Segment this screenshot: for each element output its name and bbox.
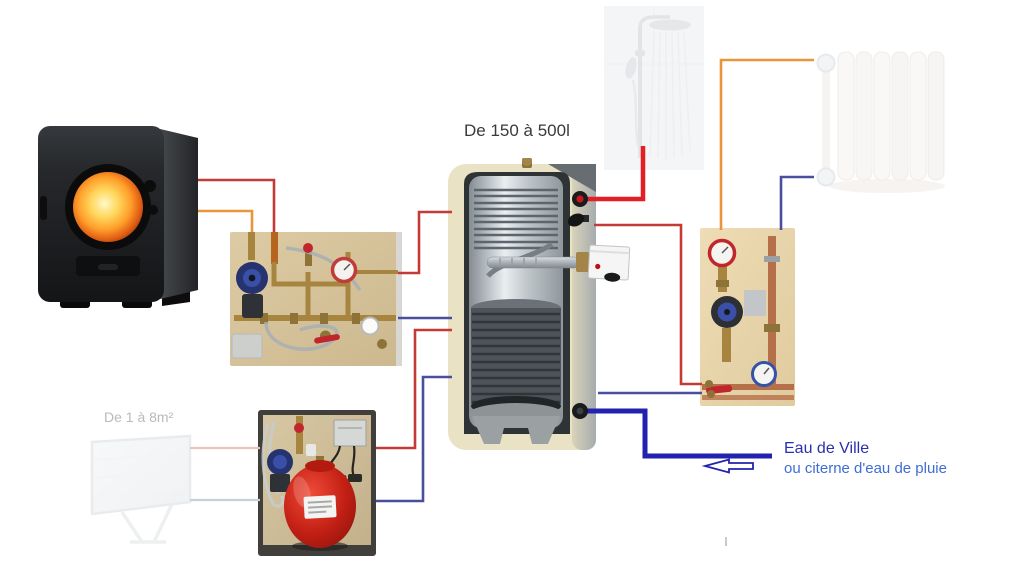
air-vent-cap <box>303 243 313 253</box>
station-brass-top <box>718 264 727 292</box>
wood-stove-graphic <box>38 126 198 308</box>
tank-capacity-label: De 150 à 500l <box>464 121 570 140</box>
tank-shell-right <box>572 164 596 450</box>
pump-body <box>242 294 263 318</box>
shower-image <box>604 6 704 170</box>
copper-riser <box>768 236 776 386</box>
station-fitting-1 <box>705 380 713 388</box>
gauge-needle <box>343 263 351 271</box>
expansion-pump-face <box>273 455 287 469</box>
solar-panel-ribs <box>93 452 189 497</box>
white-gauge <box>360 316 380 336</box>
water-source-label-line1: Eau de Ville <box>784 440 870 457</box>
stove-drawer-handle <box>98 264 118 270</box>
artifact-tick <box>725 537 727 546</box>
upper-coil <box>474 188 558 250</box>
shower-head <box>649 19 691 31</box>
heater-knob <box>604 272 621 282</box>
radiator-image <box>812 38 948 196</box>
stove-knob-bottom <box>148 205 158 215</box>
radiator-pipe <box>822 62 830 180</box>
safety-valve-cap <box>294 423 304 433</box>
pipe-bracket <box>764 256 780 262</box>
water-source-label-line2: ou citerne d'eau de pluie <box>784 460 947 477</box>
shower-graphic <box>604 6 704 170</box>
blue-thermometer-needle <box>763 367 770 375</box>
shower-column <box>638 15 670 158</box>
flow-direction-arrow <box>701 458 754 474</box>
inlet-stub-red <box>271 232 278 264</box>
brass-couplings <box>260 252 360 324</box>
loading-unit-graphic <box>230 232 402 366</box>
station-pump-hub <box>724 309 730 315</box>
radiator-shadow <box>829 179 945 193</box>
lower-coil-block <box>471 308 561 404</box>
wall-strip <box>396 232 402 366</box>
vessel-label <box>303 495 337 519</box>
expansion-unit-graphic <box>258 410 376 556</box>
bottom-pipe-1 <box>702 384 794 390</box>
tank-stand <box>472 416 560 444</box>
heating-station-image <box>700 228 795 406</box>
heating-station-graphic <box>700 228 795 406</box>
hand-shower <box>625 50 645 147</box>
stove-side-panel <box>156 128 198 300</box>
radiator-valve-bottom <box>816 167 836 187</box>
stove-door-latch <box>40 196 47 220</box>
solar-area-label: De 1 à 8m² <box>104 409 174 425</box>
station-brass-bottom <box>722 328 731 362</box>
vessel-top-seam <box>305 460 335 472</box>
solar-panel-image <box>88 434 194 546</box>
ball-valve-lever <box>314 330 340 344</box>
safety-group-pipe <box>296 416 303 454</box>
shower-spray <box>649 31 691 160</box>
cable-plug <box>348 474 362 482</box>
station-coupling <box>716 280 729 287</box>
stove-knob-top <box>144 180 156 192</box>
top-fitting-cap <box>522 156 532 166</box>
buffer-tank-graphic <box>448 156 596 450</box>
solar-panel-face <box>90 434 192 516</box>
pump-hub <box>248 274 256 282</box>
inlet-stub-orange <box>248 232 255 260</box>
solar-panel-graphic <box>90 434 192 544</box>
expansion-unit-image <box>258 410 376 556</box>
junction-box <box>231 333 263 359</box>
loading-unit-image <box>230 232 402 366</box>
wood-stove-image <box>36 118 202 310</box>
station-gray-box <box>744 290 766 316</box>
copper-coupling <box>764 324 780 332</box>
radiator-sections <box>837 51 945 181</box>
controller-box <box>333 419 367 447</box>
stove-fire-window <box>73 172 143 242</box>
red-thermometer-needle <box>721 246 729 254</box>
buffer-tank-image <box>448 156 598 458</box>
expansion-pump-body <box>270 474 290 492</box>
solar-panel-stand <box>120 503 174 544</box>
cold-water-line <box>580 408 772 459</box>
plastic-valve <box>306 444 316 456</box>
bottom-pipe-2 <box>702 395 794 400</box>
radiator-valve-top <box>816 53 836 73</box>
drain-valve <box>377 339 387 349</box>
station-fitting-2 <box>707 390 715 398</box>
radiator-graphic <box>816 51 945 193</box>
